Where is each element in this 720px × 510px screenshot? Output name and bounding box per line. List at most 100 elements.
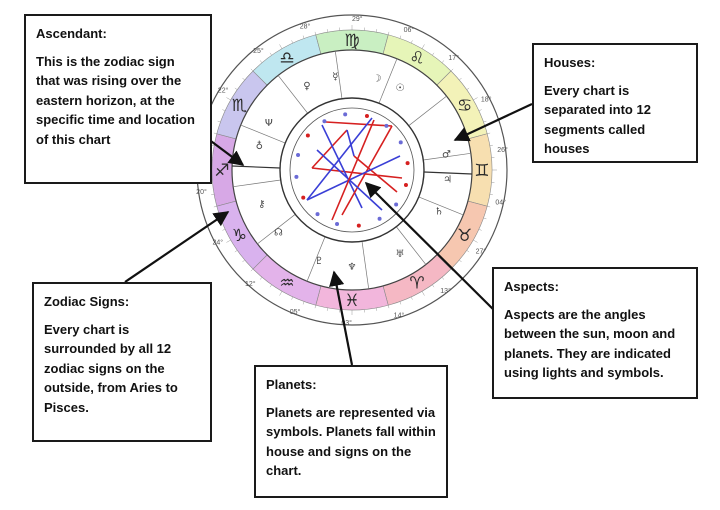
planet-glyph-icon: ☉ [396, 83, 405, 94]
degree-tick [466, 87, 470, 90]
degree-label: 14° [394, 312, 405, 320]
aries-glyph: ♈ [409, 274, 424, 294]
planet-glyph-icon: ♂ [442, 149, 451, 160]
planet-glyph-icon: ☊ [274, 228, 283, 239]
aspect-endpoint-marker [343, 112, 348, 117]
degree-tick [489, 194, 493, 196]
aspect-endpoint-marker [384, 123, 389, 128]
ascendant-title: Ascendant: [36, 26, 107, 41]
degree-tick [213, 132, 217, 135]
degree-tick [432, 52, 435, 56]
degree-tick [259, 277, 263, 280]
house-cusp-line [418, 196, 464, 216]
house-cusp-line [257, 214, 296, 245]
degree-tick [279, 291, 283, 296]
degree-label: 27° [476, 248, 487, 256]
degree-tick [387, 305, 390, 309]
degree-tick [291, 40, 294, 44]
aspect-line [331, 119, 375, 221]
degree-tick [450, 268, 454, 272]
aspect-line [311, 167, 403, 179]
aspects-callout: Aspects: Aspects are the angles between … [492, 267, 698, 399]
degree-label: 17° [448, 54, 459, 62]
degree-tick [217, 120, 221, 123]
sagittarius-glyph: ♐ [214, 161, 229, 181]
aspect-endpoint-marker [305, 133, 310, 138]
degree-tick [234, 87, 238, 90]
degree-tick [459, 259, 462, 263]
degree-tick [314, 31, 317, 35]
degree-tick [459, 77, 462, 81]
planet-glyph-icon: ♅ [396, 249, 405, 260]
planet-glyph-icon: ☽ [372, 73, 381, 84]
degree-tick [421, 44, 425, 49]
aspect-endpoint-marker [403, 182, 408, 187]
degree-tick [441, 60, 445, 63]
degree-tick [213, 205, 217, 208]
degree-tick [279, 44, 283, 49]
degree-tick [478, 228, 482, 231]
aspect-endpoint-marker [294, 174, 299, 179]
degree-tick [326, 307, 328, 311]
scorpio-glyph: ♏ [232, 96, 247, 116]
pointer-arrow [329, 270, 354, 366]
planet-glyph-icon: ♄ [435, 207, 444, 218]
aspect-line [306, 117, 373, 201]
houses-title: Houses: [544, 55, 596, 70]
degree-tick [441, 277, 445, 280]
degree-tick [242, 259, 245, 263]
aspect-endpoint-marker [335, 221, 340, 226]
aspects-title: Aspects: [504, 279, 559, 294]
aspect-endpoint-marker [296, 153, 301, 158]
degree-tick [302, 301, 305, 305]
planets-title: Planets: [266, 377, 317, 392]
house-cusp-line [334, 51, 343, 99]
degree-label: 26° [497, 146, 508, 154]
degree-tick [376, 307, 378, 311]
degree-tick [222, 109, 226, 112]
leo-glyph: ♌ [409, 48, 424, 68]
aspect-line [306, 155, 401, 201]
degree-tick [226, 97, 231, 101]
house-cusp-line [361, 241, 370, 289]
zodiac-signs-title: Zodiac Signs: [44, 294, 130, 309]
degree-tick [410, 296, 413, 300]
ascendant-callout: Ascendant: This is the zodiac sign that … [24, 14, 212, 184]
taurus-glyph: ♉ [457, 226, 472, 246]
virgo-glyph: ♍ [344, 31, 359, 51]
degree-label: 28° [300, 22, 311, 30]
aspect-line [346, 129, 355, 157]
degree-tick [259, 60, 263, 63]
degree-tick [234, 250, 238, 253]
degree-label: 05° [290, 308, 301, 316]
houses-description: Every chart is separated into 12 segment… [544, 82, 651, 157]
descendant-axis-line [423, 171, 473, 175]
aspect-endpoint-marker [405, 161, 410, 166]
degree-tick [226, 239, 231, 243]
degree-tick [473, 239, 478, 243]
house-cusp-line [423, 152, 471, 161]
ascendant-description: This is the zodiac sign that was rising … [36, 53, 195, 147]
degree-label: 29° [352, 15, 363, 23]
degree-tick [478, 109, 482, 112]
degree-label: 22° [218, 86, 229, 94]
degree-tick [483, 217, 487, 220]
degree-tick [399, 35, 402, 39]
aspect-line [311, 129, 348, 169]
pointer-arrows [124, 103, 533, 366]
house-cusp-line [378, 58, 398, 104]
degree-label: 04° [495, 199, 506, 207]
planets-callout: Planets: Planets are represented via sym… [254, 365, 448, 498]
degree-label: 20° [196, 188, 207, 196]
planet-glyph-icon: ♆ [348, 262, 357, 273]
gemini-glyph: ♊ [474, 161, 489, 181]
degree-tick [269, 52, 272, 56]
aspects-description: Aspects are the angles between the sun, … [504, 306, 676, 381]
degree-tick [399, 301, 402, 305]
degree-tick [250, 68, 254, 72]
aquarius-glyph: ♒ [279, 274, 294, 294]
degree-label: 13° [440, 287, 451, 295]
degree-tick [291, 296, 294, 300]
planet-glyph-icon: Ψ [265, 118, 273, 129]
degree-tick [466, 250, 470, 253]
